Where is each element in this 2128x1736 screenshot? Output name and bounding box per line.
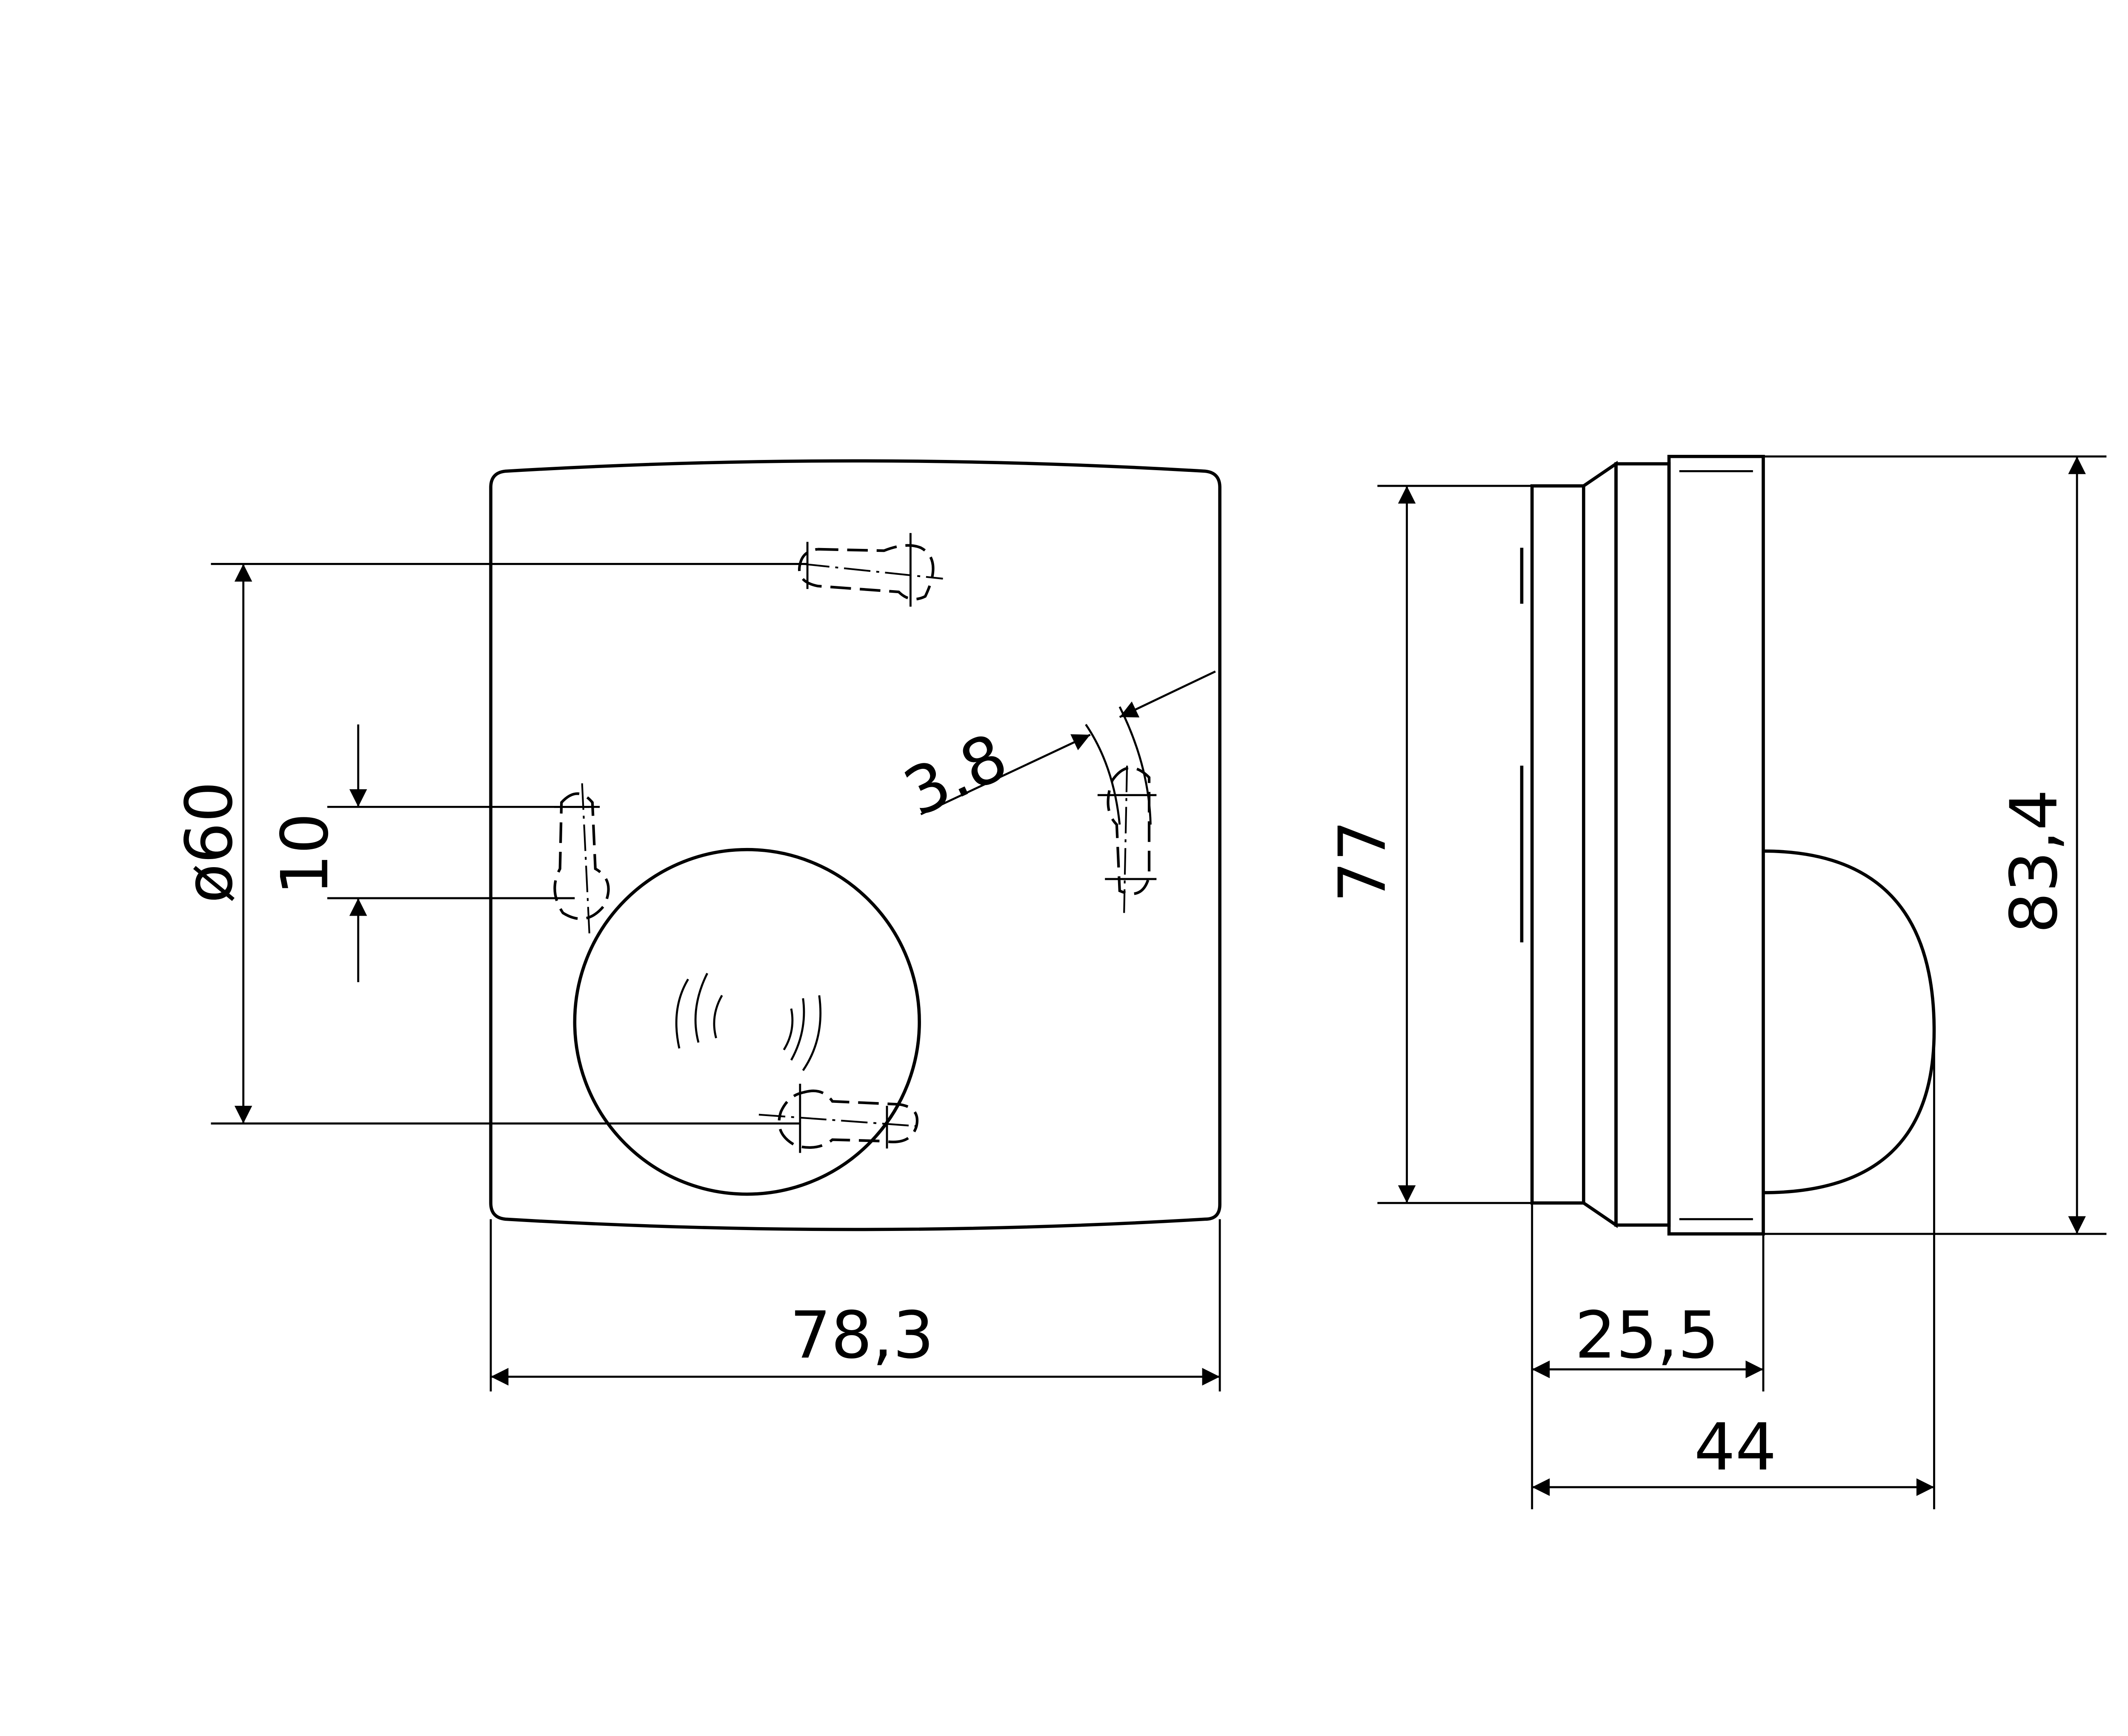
dimension-label-3-8: 3.8 (893, 719, 1018, 831)
knob-dome (1763, 849, 1936, 1194)
knob-grip-marks (675, 973, 822, 1071)
mounting-slot-right (1085, 706, 1157, 913)
dimension-slot-length: 10 (267, 724, 589, 982)
dimension-total-height: 83,4 (1763, 455, 2107, 1235)
dimension-label-25-5: 25,5 (1575, 1298, 1719, 1373)
knob (573, 848, 921, 1196)
dimension-label-77: 77 (1325, 820, 1400, 903)
dimension-label-78-3: 78,3 (790, 1298, 934, 1373)
dimension-label-83-4: 83,4 (1996, 789, 2072, 934)
dimension-slot-width: 3.8 (893, 670, 1216, 831)
housing-front (1667, 454, 1765, 1236)
housing-outline (489, 459, 1221, 1231)
dimension-label-diameter: ø60 (172, 781, 247, 903)
housing-step (1582, 460, 1618, 1228)
dimension-depth: 25,5 (1531, 1203, 1765, 1510)
mounting-slot-bottom (758, 1083, 921, 1153)
dimension-hole-circle: ø60 (172, 562, 808, 1125)
dimension-label-10: 10 (267, 813, 343, 895)
housing-middle (1614, 462, 1671, 1227)
dimension-width: 78,3 (489, 1219, 1221, 1392)
side-view: 77 83,4 25,5 44 (1325, 454, 2107, 1510)
mounting-slot-top (798, 533, 943, 607)
base-plate (1530, 484, 1585, 1205)
dimension-label-44: 44 (1694, 1410, 1776, 1485)
front-view: ø60 10 3.8 78,3 (172, 459, 1221, 1392)
dimension-total-depth: 44 (1532, 1031, 1935, 1510)
dimension-base-height: 77 (1325, 485, 1532, 1204)
